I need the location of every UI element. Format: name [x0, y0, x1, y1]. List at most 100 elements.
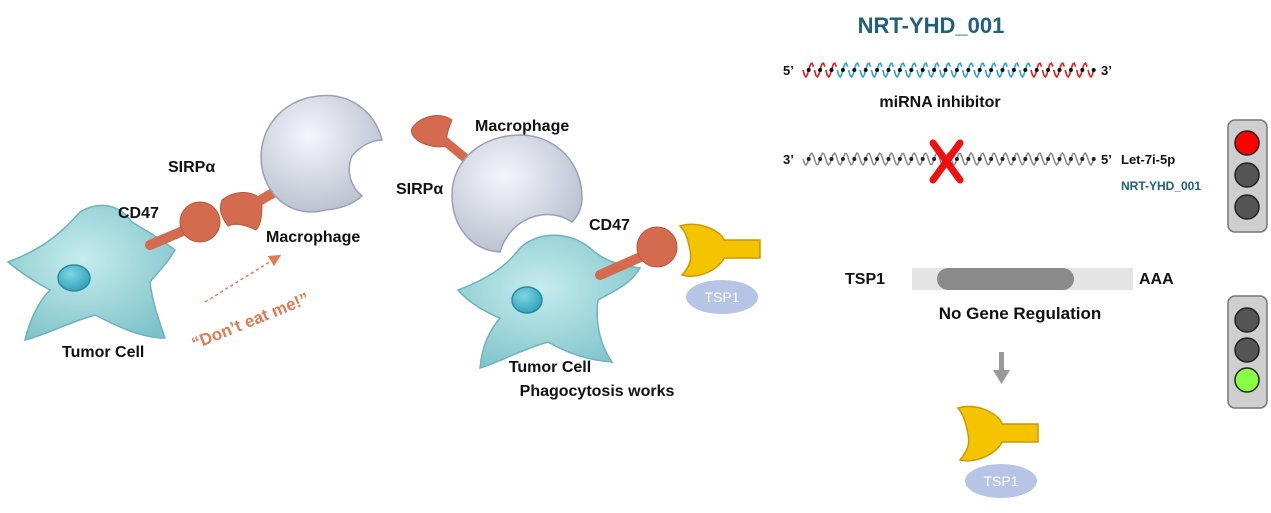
- rna-base-dot: [1000, 68, 1005, 72]
- rna-base-dot: [966, 68, 971, 72]
- mrna-label: TSP1: [845, 271, 885, 288]
- rna-base-dot: [989, 157, 994, 161]
- rna-base-dot: [1034, 68, 1039, 72]
- rna-base-dot: [989, 68, 994, 72]
- rna-base-dot: [863, 157, 868, 161]
- rna-base-dot: [1057, 157, 1062, 161]
- rna-base-dot: [897, 68, 902, 72]
- rna-base-dot: [920, 68, 925, 72]
- target-name: Let-7i-5p: [1121, 152, 1175, 167]
- label-sirpa-1: SIRPα: [168, 159, 215, 176]
- traffic-light-green-icon: [1227, 295, 1268, 409]
- strand2-3-prime: 3’: [783, 152, 794, 167]
- label-tumor-cell-1: Tumor Cell: [62, 344, 144, 361]
- rna-base-dot: [954, 157, 959, 161]
- mirna-inhibitor-dots: [806, 68, 1096, 72]
- traffic-light-red-icon: [1227, 119, 1268, 233]
- tumor-cell-nucleus-2: [511, 286, 543, 314]
- rna-base-dot: [966, 157, 971, 161]
- block-x-icon: [929, 139, 964, 184]
- rna-base-dot: [806, 68, 811, 72]
- regulation-label: No Gene Regulation: [939, 304, 1101, 323]
- rna-base-dot: [863, 68, 868, 72]
- macrophage-shape: [260, 94, 383, 213]
- rna-base-dot: [1057, 68, 1062, 72]
- rna-base-dot: [1091, 157, 1096, 161]
- cd47-stalk-2: [595, 250, 650, 280]
- rna-base-dot: [840, 68, 845, 72]
- rna-base-dot: [954, 68, 959, 72]
- panel-phagocytosis: TSP1 Macrophage SIRPα CD47 Tumor Cell Ph…: [396, 115, 761, 400]
- rna-base-dot: [886, 68, 891, 72]
- label-phagocytosis: Phagocytosis works: [520, 383, 675, 400]
- panel-dont-eat-me: SIRPα CD47 Macrophage Tumor Cell “Don’t …: [6, 94, 383, 361]
- rna-segment: [1087, 68, 1095, 79]
- label-macrophage-1: Macrophage: [266, 229, 360, 246]
- rna-base-dot: [840, 157, 845, 161]
- label-cd47-1: CD47: [118, 205, 159, 222]
- rna-base-dot: [1080, 157, 1085, 161]
- rna-base-dot: [829, 157, 834, 161]
- tumor-cell-shape: [6, 204, 176, 342]
- rna-base-dot: [806, 157, 811, 161]
- tumor-cell-shape-2: [456, 234, 642, 370]
- rna-base-dot: [932, 157, 937, 161]
- rna-base-dot: [897, 157, 902, 161]
- rna-base-dot: [909, 157, 914, 161]
- rna-base-dot: [1046, 68, 1051, 72]
- strand2-5-prime: 5’: [1101, 152, 1112, 167]
- rna-base-dot: [829, 68, 834, 72]
- rna-base-dot: [875, 68, 880, 72]
- rna-base-dot: [1011, 157, 1016, 161]
- rna-base-dot: [1034, 157, 1039, 161]
- cd47-head-2: [636, 226, 678, 268]
- rna-base-dot: [818, 68, 823, 72]
- label-tumor-cell-2: Tumor Cell: [509, 359, 591, 376]
- tsp1-body-2: [678, 223, 761, 277]
- label-macrophage-2: Macrophage: [475, 118, 569, 135]
- rna-base-dot: [932, 68, 937, 72]
- rna-base-dot: [875, 157, 880, 161]
- signal-arrow: [204, 254, 282, 303]
- rna-base-dot: [909, 68, 914, 72]
- rna-base-dot: [852, 68, 857, 72]
- rna-base-dot: [1011, 68, 1016, 72]
- strand1-5-prime: 5’: [783, 63, 794, 78]
- strand1-caption: miRNA inhibitor: [879, 94, 1000, 111]
- rna-base-dot: [1046, 157, 1051, 161]
- macrophage-shape-2: [451, 134, 583, 253]
- down-arrow-icon: [993, 352, 1010, 384]
- polya-label: AAA: [1139, 271, 1174, 288]
- label-dont-eat-me: “Don’t eat me!”: [189, 289, 312, 353]
- panel3-title: NRT-YHD_001: [858, 13, 1005, 38]
- rna-base-dot: [977, 157, 982, 161]
- rna-base-dot: [1000, 157, 1005, 161]
- strand1-3-prime: 3’: [1101, 63, 1112, 78]
- tsp1-body-3: [956, 405, 1039, 462]
- tsp1-badge-label-3: TSP1: [983, 473, 1018, 489]
- rna-base-dot: [1091, 68, 1096, 72]
- rna-base-dot: [1068, 157, 1073, 161]
- tsp1-badge-3: [965, 464, 1037, 498]
- let7i-dots: [806, 157, 1096, 161]
- rna-base-dot: [886, 157, 891, 161]
- rna-base-dot: [818, 157, 823, 161]
- target-subname: NRT-YHD_001: [1121, 179, 1201, 193]
- label-sirpa-2: SIRPα: [396, 181, 443, 198]
- cd47-head: [179, 201, 221, 243]
- mrna-coding-region: [937, 268, 1074, 290]
- rna-base-dot: [1023, 157, 1028, 161]
- panel-mirna-inhibitor: NRT-YHD_001 5’ 3’ miRNA inhibitor 3’ 5’ …: [783, 13, 1268, 498]
- rna-base-dot: [977, 68, 982, 72]
- tumor-cell-nucleus: [57, 264, 91, 292]
- label-cd47-2: CD47: [589, 217, 630, 234]
- rna-base-dot: [852, 157, 857, 161]
- rna-base-dot: [920, 157, 925, 161]
- tsp1-badge-label-2: TSP1: [704, 289, 739, 305]
- rna-base-dot: [1080, 68, 1085, 72]
- tsp1-badge-2: [686, 280, 758, 314]
- rna-base-dot: [943, 68, 948, 72]
- rna-base-dot: [1068, 68, 1073, 72]
- rna-base-dot: [1023, 68, 1028, 72]
